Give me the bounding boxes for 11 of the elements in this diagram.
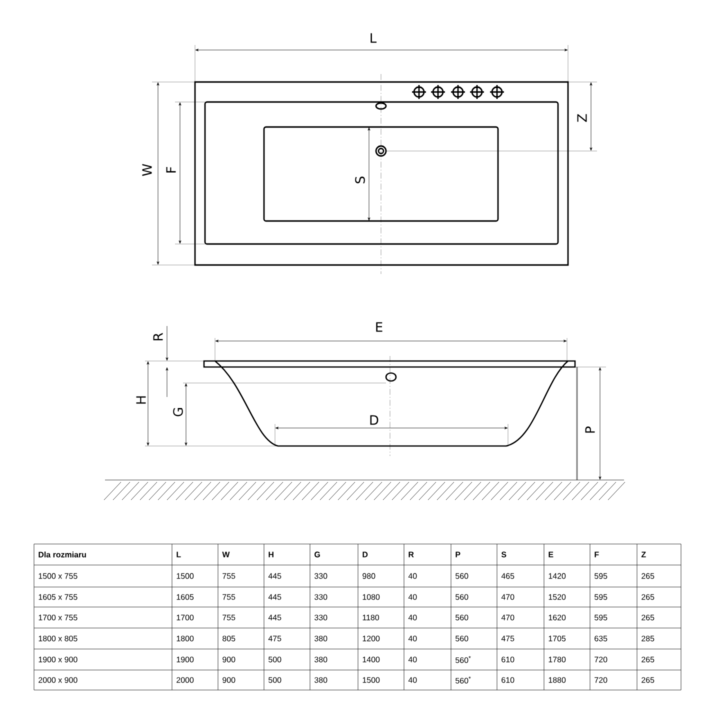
dimension-letter: L <box>370 33 377 43</box>
dimension-letter: F <box>166 167 176 172</box>
dimension-letter: S <box>355 176 365 184</box>
dimension-letter: R <box>153 332 163 340</box>
dimension-letter: P <box>585 426 595 433</box>
dimension-letter: Z <box>577 114 587 122</box>
dimension-letter: E <box>376 322 382 332</box>
dimension-letter: H <box>136 396 146 404</box>
dimension-letter: D <box>370 415 378 425</box>
dimension-letter: G <box>173 408 183 416</box>
dimension-letter: W <box>142 164 152 176</box>
